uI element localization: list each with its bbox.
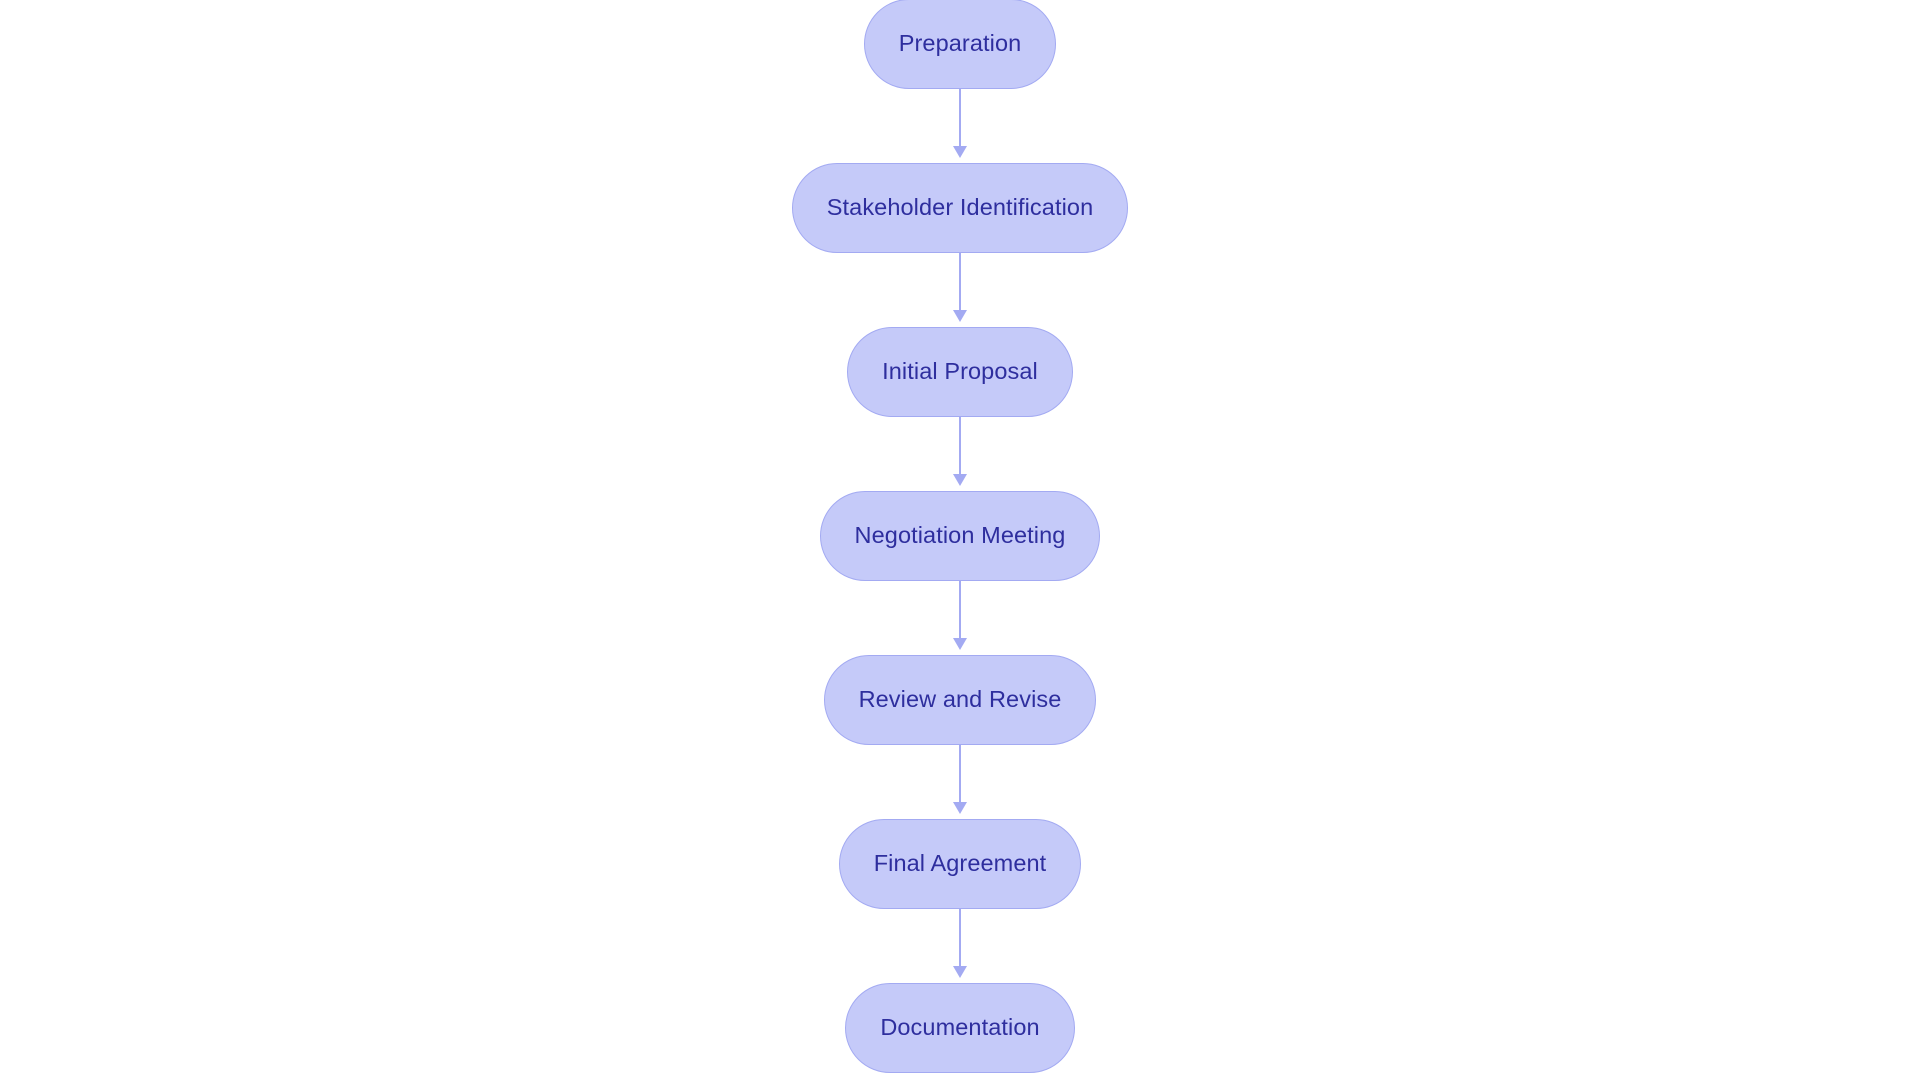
flowchart-edge-final-agreement-to-documentation <box>940 909 980 983</box>
flowchart-edge-stakeholder-identification-to-initial-proposal <box>940 253 980 327</box>
flowchart-node-label: Initial Proposal <box>882 358 1038 385</box>
flowchart-node-initial-proposal[interactable]: Initial Proposal <box>847 327 1073 417</box>
flowchart-edge-review-and-revise-to-final-agreement <box>940 745 980 819</box>
edge-line <box>959 909 961 967</box>
flowchart-node-final-agreement[interactable]: Final Agreement <box>838 819 1082 909</box>
flowchart-node-review-and-revise[interactable]: Review and Revise <box>823 655 1097 745</box>
flowchart-node-label: Review and Revise <box>858 686 1062 713</box>
edge-line <box>959 745 961 803</box>
arrow-down-icon <box>953 638 967 650</box>
arrow-down-icon <box>953 474 967 486</box>
flowchart-edge-preparation-to-stakeholder-identification <box>940 89 980 163</box>
arrow-down-icon <box>953 802 967 814</box>
edge-line <box>959 253 961 311</box>
flowchart-node-label: Negotiation Meeting <box>854 522 1066 549</box>
flowchart-node-label: Stakeholder Identification <box>826 194 1094 221</box>
arrow-down-icon <box>953 146 967 158</box>
edge-line <box>959 581 961 639</box>
flowchart-node-documentation[interactable]: Documentation <box>845 983 1075 1073</box>
flowchart-node-negotiation-meeting[interactable]: Negotiation Meeting <box>819 491 1101 581</box>
arrow-down-icon <box>953 310 967 322</box>
flowchart-edge-initial-proposal-to-negotiation-meeting <box>940 417 980 491</box>
flowchart-node-label: Documentation <box>880 1014 1040 1041</box>
edge-line <box>959 417 961 475</box>
flowchart-node-label: Final Agreement <box>873 850 1047 877</box>
edge-line <box>959 89 961 147</box>
flowchart-node-stakeholder-identification[interactable]: Stakeholder Identification <box>791 163 1129 253</box>
arrow-down-icon <box>953 966 967 978</box>
flowchart-node-preparation[interactable]: Preparation <box>863 0 1057 89</box>
flowchart-node-label: Preparation <box>898 30 1022 57</box>
flowchart-edge-negotiation-meeting-to-review-and-revise <box>940 581 980 655</box>
